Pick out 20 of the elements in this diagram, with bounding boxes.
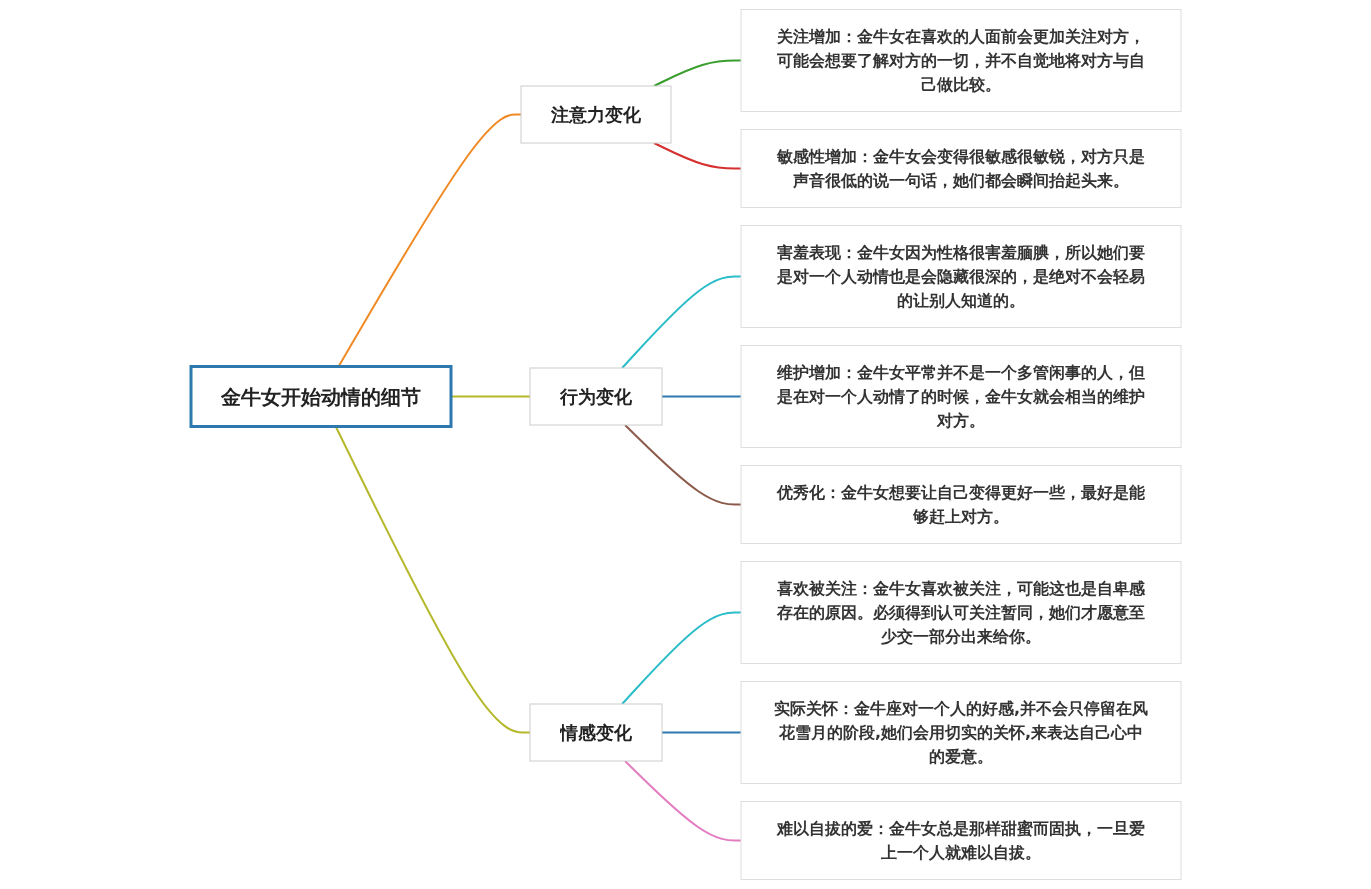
node-box: 情感变化 [529, 703, 662, 762]
connector [623, 760, 742, 842]
node-box: 喜欢被关注：金牛女喜欢被关注，可能这也是自卑感存在的原因。必须得到认可关注暂同，她们才愿意至少交一部分出来给你。 [740, 561, 1181, 664]
node-box: 关注增加：金牛女在喜欢的人面前会更加关注对方，可能会想要了解对方的一切，并不自觉地将对方与自己做比较。 [740, 9, 1181, 112]
node-box: 行为变化 [529, 367, 662, 426]
connector [660, 395, 742, 398]
connector [623, 424, 742, 506]
connector [620, 611, 742, 705]
node-box: 金牛女开始动情的细节 [189, 365, 452, 428]
node-box: 实际关怀：金牛座对一个人的好感,并不会只停留在风花雪月的阶段,她们会用切实的关怀,来表达自己心中的爱意。 [740, 681, 1181, 784]
connector [620, 275, 742, 369]
connector [660, 731, 742, 734]
node-box: 难以自拔的爱：金牛女总是那样甜蜜而固执，一旦爱上一个人就难以自拔。 [740, 801, 1181, 880]
node-box: 优秀化：金牛女想要让自己变得更好一些，最好是能够赶上对方。 [740, 465, 1181, 544]
connector [652, 142, 742, 170]
node-box: 注意力变化 [520, 85, 671, 144]
node-box: 维护增加：金牛女平常并不是一个多管闲事的人，但是在对一个人动情了的时候，金牛女就会相当的维护对方。 [740, 345, 1181, 448]
node-box: 敏感性增加：金牛女会变得很敏感很敏锐，对方只是声音很低的说一句话，她们都会瞬间抬起头来。 [740, 129, 1181, 208]
node-box: 害羞表现：金牛女因为性格很害羞腼腆，所以她们要是对一个人动情也是会隐藏很深的，是绝对不会轻易的让别人知道的。 [740, 225, 1181, 328]
connector [652, 59, 742, 87]
